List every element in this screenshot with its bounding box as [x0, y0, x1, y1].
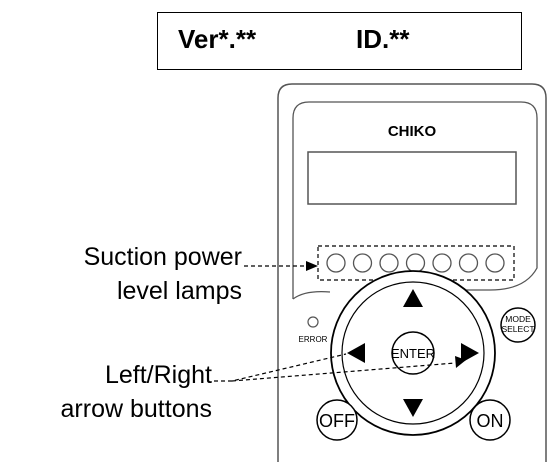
- mode-select-label-1: MODE: [505, 314, 531, 324]
- suction-lamp: [432, 253, 452, 273]
- arrow-callout-line1: Left/Right: [104, 361, 212, 389]
- up-arrow-button[interactable]: [403, 289, 423, 307]
- suction-lamp: [485, 253, 505, 273]
- faceplate-outline: [292, 101, 538, 299]
- arrow-callout-line2: arrow buttons: [60, 395, 212, 423]
- right-arrow-button[interactable]: [461, 343, 479, 363]
- on-label: ON: [477, 411, 504, 431]
- error-lamp: [307, 316, 319, 328]
- enter-button[interactable]: [391, 331, 435, 375]
- brand-logo: CHIKO: [388, 123, 437, 140]
- id-label: ID.**: [356, 24, 410, 54]
- version-label: Ver*.**: [178, 24, 257, 54]
- left-arrow-button[interactable]: [347, 343, 365, 363]
- enter-label: ENTER: [391, 346, 435, 361]
- suction-lamp: [458, 253, 479, 273]
- suction-lamps: [326, 253, 505, 273]
- suction-leader-arrowhead: [306, 261, 318, 271]
- suction-lamp: [326, 253, 346, 273]
- suction-lamps-frame: [317, 245, 515, 281]
- mode-select-button[interactable]: [500, 307, 536, 343]
- suction-lamps-callout: Suction power level lamps: [20, 240, 242, 308]
- off-label: OFF: [319, 411, 355, 431]
- right-leader-arrowhead: [455, 356, 466, 368]
- mode-select-label-2: SELECT: [501, 324, 534, 334]
- dpad-ring-inner: [341, 281, 485, 425]
- version-id-box: Ver*.** ID.**: [157, 12, 522, 70]
- suction-lamp: [379, 253, 399, 273]
- suction-callout-line2: level lamps: [116, 277, 242, 305]
- suction-lamp: [405, 253, 426, 273]
- panel-outline: [277, 83, 547, 462]
- lcd-display: [307, 151, 517, 205]
- left-arrow-leader-line: [214, 353, 347, 382]
- arrow-buttons-callout: Left/Right arrow buttons: [0, 358, 212, 426]
- suction-lamp: [352, 253, 373, 273]
- on-button[interactable]: [469, 399, 511, 441]
- suction-callout-line1: Suction power: [83, 243, 242, 271]
- right-arrow-leader-line: [231, 362, 456, 382]
- error-label: ERROR: [299, 335, 328, 344]
- down-arrow-button[interactable]: [403, 399, 423, 417]
- off-button[interactable]: [316, 399, 358, 441]
